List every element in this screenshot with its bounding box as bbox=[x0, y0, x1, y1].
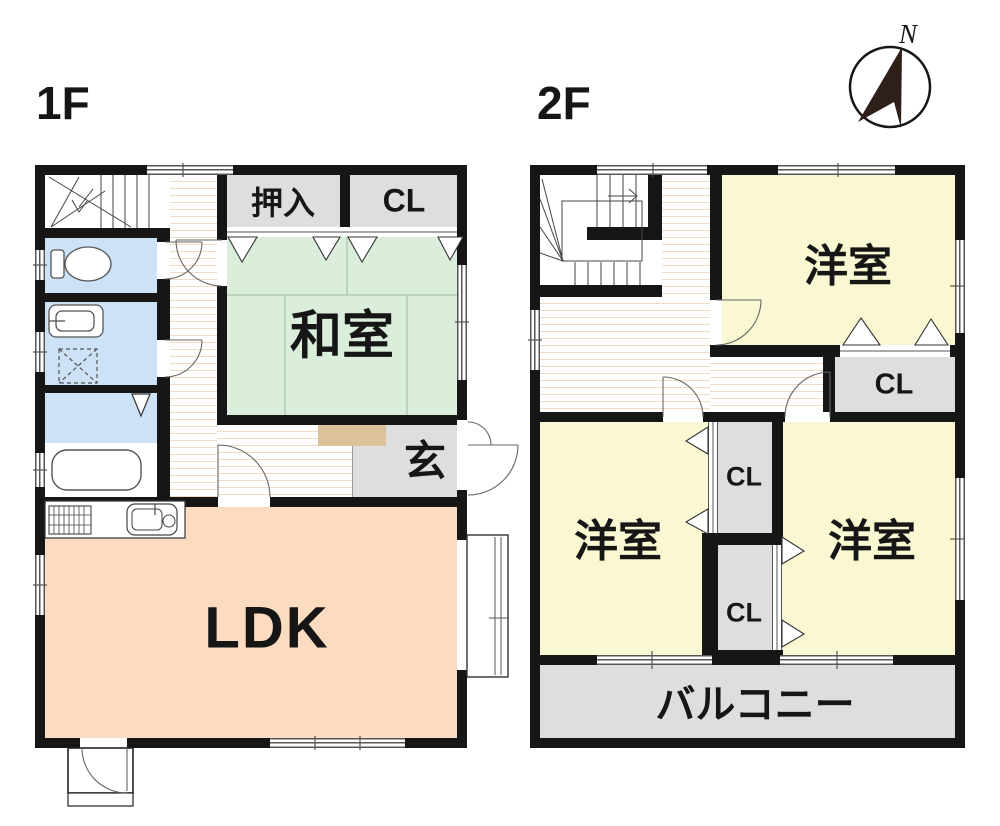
wall bbox=[702, 545, 718, 650]
compass-icon: N bbox=[848, 25, 932, 129]
wall bbox=[530, 738, 965, 748]
washitsu-label: 和室 bbox=[289, 307, 395, 366]
cl-right-label: CL bbox=[874, 368, 914, 401]
cl-mid-bottom-label: CL bbox=[726, 597, 762, 628]
bay-window bbox=[466, 534, 509, 678]
hallway-2f-corridor bbox=[710, 357, 823, 412]
bathroom-wet-area bbox=[45, 393, 157, 443]
front-door-gap bbox=[457, 420, 467, 490]
floor1-title: 1F bbox=[36, 77, 90, 129]
yoshitsu-right-room bbox=[782, 422, 955, 655]
ldk-label: LDK bbox=[204, 595, 330, 661]
wall bbox=[587, 227, 662, 240]
washitsu-room bbox=[227, 237, 457, 415]
wall bbox=[702, 533, 783, 545]
hallway-2f bbox=[540, 297, 710, 412]
bay-window-gap bbox=[457, 540, 467, 670]
wall bbox=[823, 357, 835, 412]
cl-mid-bottom-closet bbox=[718, 545, 772, 650]
balcony-window bbox=[780, 655, 893, 665]
yoshitsu-top-door-gap bbox=[710, 300, 722, 345]
washitsu-door-gap bbox=[217, 240, 227, 286]
window bbox=[35, 453, 45, 487]
ldk-door-gap bbox=[218, 497, 270, 507]
window bbox=[778, 165, 895, 175]
wall bbox=[217, 175, 227, 415]
compass-needle bbox=[858, 47, 902, 128]
oshiire-closet bbox=[227, 175, 340, 227]
wall bbox=[772, 422, 783, 537]
yoshitsu-top-label: 洋室 bbox=[804, 242, 892, 291]
cl-mid-top-sliding-door bbox=[708, 422, 718, 533]
yoshitsu-left-room bbox=[540, 422, 710, 655]
porch-door-gap bbox=[80, 738, 127, 748]
balcony-label: バルコニー bbox=[655, 683, 855, 727]
window bbox=[955, 478, 965, 600]
porch bbox=[67, 747, 134, 807]
cl-closet-1f bbox=[350, 175, 457, 227]
closet-sliding-door bbox=[227, 227, 457, 237]
cl-mid-top-label: CL bbox=[726, 461, 762, 492]
wall bbox=[340, 175, 350, 237]
cl-label-1f: CL bbox=[382, 182, 426, 219]
cl-mid-bottom-sliding-door bbox=[772, 545, 782, 650]
genkan-boundary-line bbox=[352, 425, 353, 497]
window bbox=[147, 165, 233, 175]
right-room-door-gap bbox=[785, 412, 830, 422]
window bbox=[35, 332, 45, 372]
washroom bbox=[45, 302, 157, 385]
cl-right-sliding-gap bbox=[840, 345, 950, 357]
yoshitsu-left-label: 洋室 bbox=[574, 517, 662, 566]
wall bbox=[648, 175, 662, 240]
balcony bbox=[540, 665, 955, 738]
window bbox=[270, 738, 405, 748]
genkan-label: 玄 bbox=[403, 437, 447, 485]
toilet-door-gap bbox=[157, 242, 170, 279]
hallway-1f bbox=[170, 175, 217, 497]
wall bbox=[710, 175, 722, 300]
cl-mid-top-closet bbox=[718, 422, 772, 533]
cl-right-closet bbox=[835, 357, 955, 412]
wall bbox=[530, 285, 662, 297]
bathtub-area bbox=[45, 443, 157, 497]
window bbox=[597, 165, 707, 175]
wall bbox=[35, 165, 467, 175]
toilet-room bbox=[45, 238, 157, 293]
wall bbox=[955, 165, 965, 748]
window bbox=[530, 310, 540, 370]
floor2-title: 2F bbox=[537, 77, 591, 129]
wall bbox=[45, 293, 157, 302]
staircase-1f bbox=[45, 175, 160, 228]
window bbox=[457, 265, 467, 380]
balcony-window bbox=[597, 655, 712, 665]
window bbox=[955, 240, 965, 333]
left-room-door-gap bbox=[663, 412, 703, 422]
wall bbox=[540, 412, 955, 422]
floor1-plan: 押入 CL 和室 玄 LDK bbox=[33, 163, 519, 807]
floor2-plan: 洋室 洋室 洋室 CL CL CL バルコニー bbox=[528, 163, 965, 748]
hallway-2f-strip bbox=[662, 175, 710, 297]
compass-north-label: N bbox=[898, 25, 919, 49]
entry-step bbox=[318, 425, 386, 446]
wall bbox=[530, 165, 965, 175]
wall bbox=[45, 385, 157, 393]
window bbox=[35, 555, 45, 615]
wall bbox=[35, 228, 160, 238]
oshiire-label: 押入 bbox=[250, 185, 316, 221]
washroom-door-gap bbox=[157, 340, 170, 377]
wall bbox=[217, 415, 457, 425]
wall bbox=[530, 165, 540, 748]
window bbox=[35, 250, 45, 280]
wall bbox=[35, 738, 467, 748]
yoshitsu-right-label: 洋室 bbox=[828, 517, 916, 566]
wall bbox=[540, 655, 955, 665]
